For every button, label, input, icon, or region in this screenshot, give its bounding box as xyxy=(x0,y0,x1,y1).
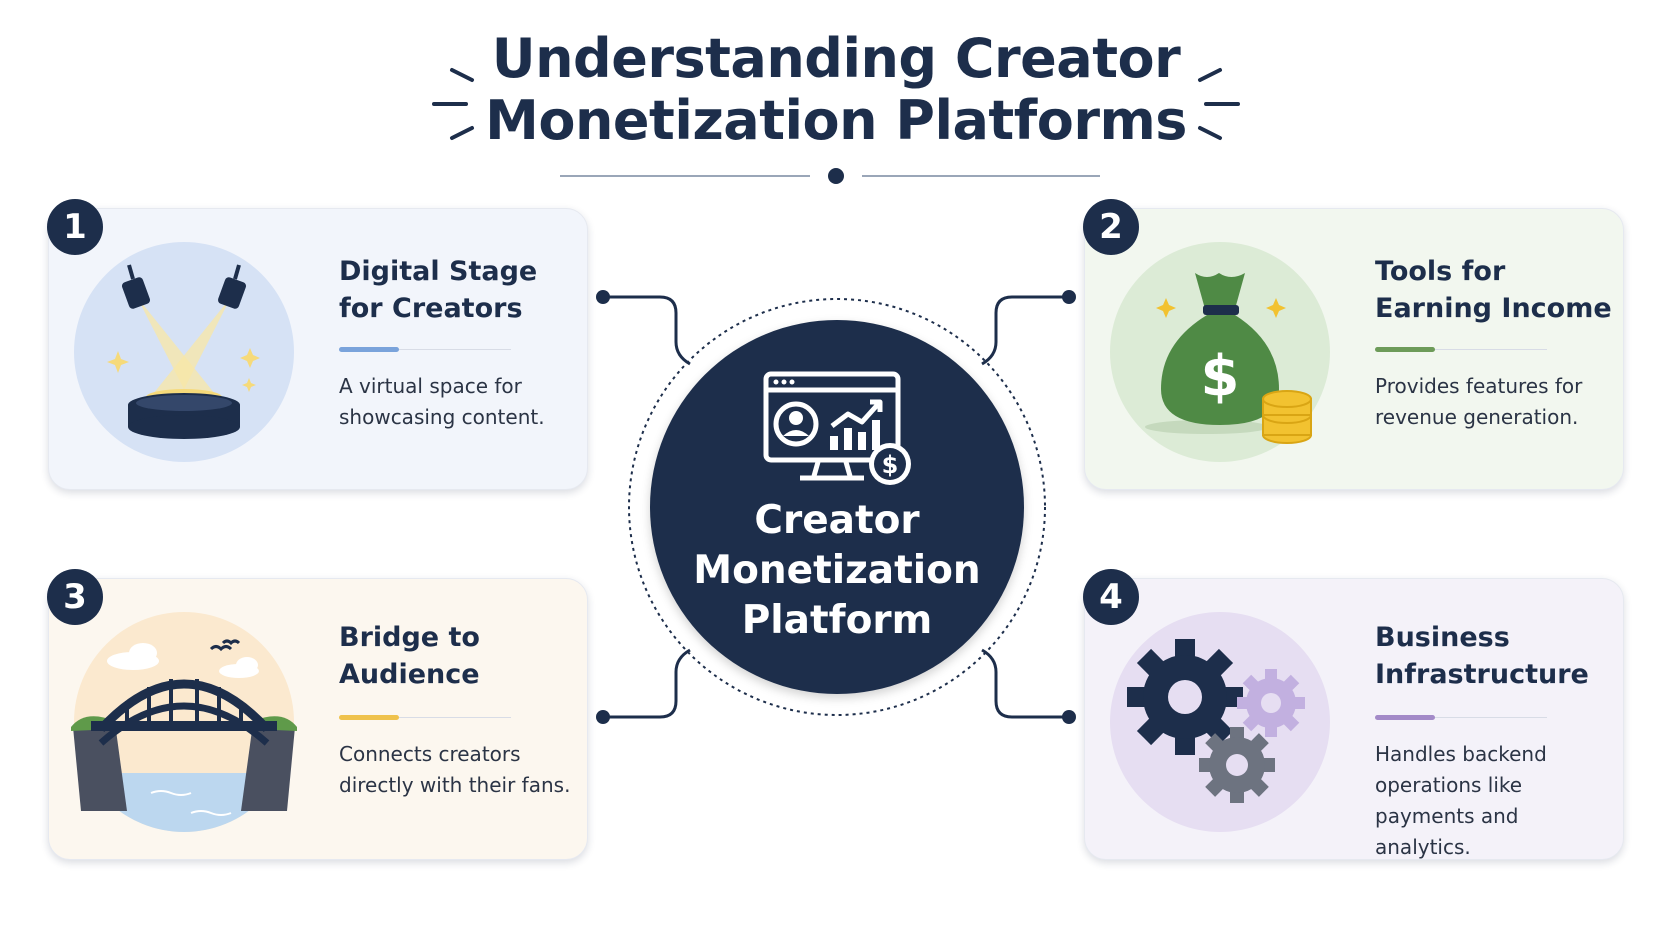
hub-label: Creator Monetization Platform xyxy=(650,496,1024,646)
card-description: Provides features for revenue generation… xyxy=(1375,374,1583,429)
central-hub: $ Creator Monetization Platform xyxy=(650,320,1024,694)
title-divider xyxy=(560,168,1100,184)
svg-text:$: $ xyxy=(1201,344,1240,409)
card-description: Handles backend operations like payments… xyxy=(1375,742,1547,859)
card-title: Bridge to Audience xyxy=(339,622,480,690)
card-description: A virtual space for showcasing content. xyxy=(339,374,545,429)
hub-label-line-3: Platform xyxy=(741,598,933,643)
page-title: Understanding Creator Monetization Platf… xyxy=(0,28,1672,152)
card-description: Connects creators directly with their fa… xyxy=(339,742,571,797)
left-sparkle-icon xyxy=(432,68,474,140)
card-divider xyxy=(1375,347,1547,352)
title-line-2: Monetization Platforms xyxy=(485,89,1187,152)
card-earning-tools: $ Tools for Earning Income Provides feat… xyxy=(1083,199,1624,490)
step-badge: 4 xyxy=(1083,569,1139,625)
step-badge: 3 xyxy=(47,569,103,625)
step-badge: 1 xyxy=(47,199,103,255)
money-bag-icon: $ xyxy=(1110,242,1330,462)
card-title: Business Infrastructure xyxy=(1375,622,1589,690)
spotlight-stage-icon xyxy=(74,242,294,462)
right-sparkle-icon xyxy=(1198,68,1240,140)
card-title: Tools for Earning Income xyxy=(1375,256,1612,324)
card-bridge-audience: Bridge to Audience Connects creators dir… xyxy=(47,569,588,860)
card-title: Digital Stage for Creators xyxy=(339,256,538,324)
svg-text:$: $ xyxy=(882,451,899,479)
card-divider xyxy=(339,715,511,720)
card-digital-stage: Digital Stage for Creators A virtual spa… xyxy=(47,199,588,490)
step-badge: 2 xyxy=(1083,199,1139,255)
hub-label-line-1: Creator xyxy=(754,498,920,543)
card-divider xyxy=(1375,715,1547,720)
bridge-icon xyxy=(71,612,297,832)
title-line-1: Understanding Creator xyxy=(491,27,1181,90)
monitor-analytics-dollar-icon: $ xyxy=(763,371,911,485)
gears-icon xyxy=(1110,612,1330,832)
card-divider xyxy=(339,347,511,352)
card-business-infrastructure: Business Infrastructure Handles backend … xyxy=(1083,569,1624,860)
hub-label-line-2: Monetization xyxy=(693,548,981,593)
